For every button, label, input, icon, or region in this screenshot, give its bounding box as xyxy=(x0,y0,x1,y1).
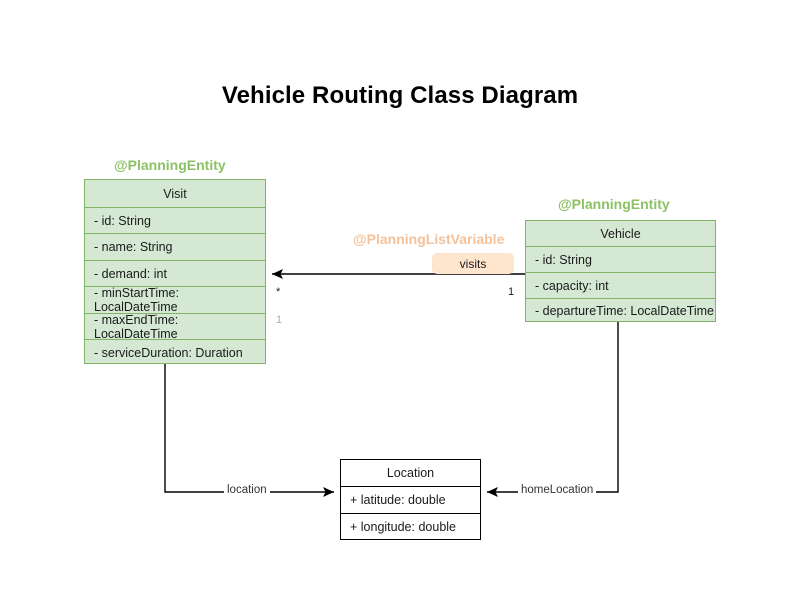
class-attribute: - id: String xyxy=(526,246,715,272)
class-box-visit[interactable]: Visit - id: String - name: String - dema… xyxy=(84,179,266,364)
multiplicity-visit-star: * xyxy=(276,286,281,298)
edge-label-visits: visits xyxy=(432,253,514,274)
edge-label-homelocation: homeLocation xyxy=(518,484,597,496)
class-name-visit: Visit xyxy=(163,186,187,201)
class-attribute: - departureTime: LocalDateTime xyxy=(526,298,715,323)
page-title: Vehicle Routing Class Diagram xyxy=(221,82,579,109)
class-attribute: - serviceDuration: Duration xyxy=(85,339,265,365)
class-name-vehicle: Vehicle xyxy=(600,226,641,241)
annotation-planning-list-variable: @PlanningListVariable xyxy=(353,231,505,247)
class-attribute: - demand: int xyxy=(85,260,265,286)
class-attribute: - maxEndTime: LocalDateTime xyxy=(85,313,265,341)
class-attribute: - minStartTime: LocalDateTime xyxy=(85,286,265,314)
class-box-vehicle[interactable]: Vehicle - id: String - capacity: int - d… xyxy=(525,220,716,322)
edge-label-location: location xyxy=(224,484,270,496)
annotation-visit-planning-entity: @PlanningEntity xyxy=(114,157,226,173)
edge-vehicle-homelocation xyxy=(487,322,619,497)
class-name-location: Location xyxy=(386,466,435,480)
class-attribute: - id: String xyxy=(85,207,265,233)
multiplicity-vehicle-one: 1 xyxy=(508,286,515,298)
class-attribute: - name: String xyxy=(85,233,265,260)
multiplicity-visit-location-one: 1 xyxy=(276,314,283,326)
annotation-vehicle-planning-entity: @PlanningEntity xyxy=(558,196,670,212)
class-attribute: - capacity: int xyxy=(526,272,715,298)
class-box-location[interactable]: Location + latitude: double + longitude:… xyxy=(340,459,481,540)
edge-visit-location xyxy=(164,364,334,497)
class-attribute: + latitude: double xyxy=(341,486,480,513)
class-attribute: + longitude: double xyxy=(341,513,480,540)
